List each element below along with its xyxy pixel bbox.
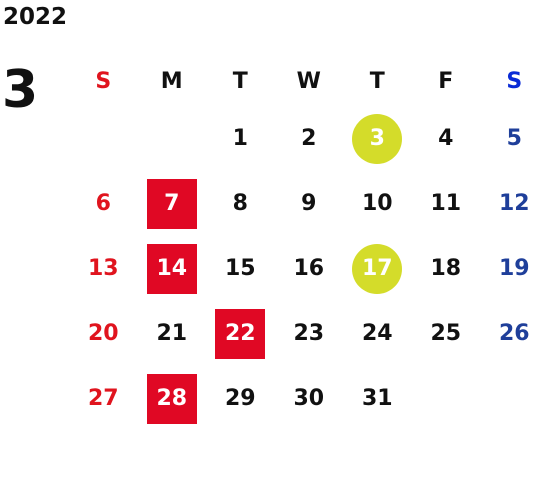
day-number: 19	[498, 256, 530, 281]
day-number: 26	[498, 321, 530, 346]
day-cell: 2	[275, 106, 344, 171]
day-number: 25	[430, 321, 462, 346]
day-number: 11	[430, 191, 462, 216]
day-number: 3	[352, 113, 403, 164]
day-cell: 5	[480, 106, 548, 171]
day-cell: 11	[412, 171, 481, 236]
day-cell-highlighted: 28	[138, 366, 207, 431]
day-number: 9	[301, 191, 317, 216]
weekday-header-monday: M	[160, 68, 183, 94]
day-number: 8	[232, 191, 248, 216]
day-cell	[138, 106, 207, 171]
day-cell	[69, 106, 138, 171]
day-cell: 30	[275, 366, 344, 431]
day-number: 10	[361, 191, 393, 216]
day-number: 7	[146, 178, 197, 229]
day-number: 30	[293, 386, 325, 411]
day-number: 22	[215, 308, 266, 359]
month-number: 3	[2, 60, 39, 120]
day-cell: 19	[480, 236, 548, 301]
day-cell: 23	[275, 301, 344, 366]
day-number: 21	[156, 321, 188, 346]
day-cell: 10	[343, 171, 412, 236]
day-number: 24	[361, 321, 393, 346]
day-cell: 4	[412, 106, 481, 171]
weekday-header-thursday: T	[369, 68, 385, 94]
day-number: 1	[232, 126, 248, 151]
day-number: 17	[352, 243, 403, 294]
day-cell-highlighted: 17	[343, 236, 412, 301]
day-number: 13	[87, 256, 119, 281]
day-cell-highlighted: 22	[206, 301, 275, 366]
day-number: 12	[498, 191, 530, 216]
day-number: 18	[430, 256, 462, 281]
day-cell: 31	[343, 366, 412, 431]
day-cell: 25	[412, 301, 481, 366]
day-cell: 27	[69, 366, 138, 431]
weekday-header-sunday: S	[95, 68, 112, 94]
day-number: 4	[438, 126, 454, 151]
day-number: 6	[95, 191, 111, 216]
day-cell	[480, 366, 548, 431]
day-number: 20	[87, 321, 119, 346]
day-number	[489, 374, 539, 424]
day-number: 5	[506, 126, 522, 151]
day-number: 2	[301, 126, 317, 151]
day-number: 14	[146, 243, 197, 294]
day-cell: 26	[480, 301, 548, 366]
day-cell: 18	[412, 236, 481, 301]
day-number: 16	[293, 256, 325, 281]
day-cell: 16	[275, 236, 344, 301]
day-number	[78, 114, 128, 164]
day-number: 15	[224, 256, 256, 281]
year-label: 2022	[3, 4, 68, 30]
day-cell	[412, 366, 481, 431]
weekday-header-friday: F	[438, 68, 454, 94]
day-number	[147, 114, 197, 164]
calendar-grid: S M T W T F S 1 2 3 4 5 6 7 8 9 10 11 12…	[69, 56, 543, 431]
day-cell-highlighted: 14	[138, 236, 207, 301]
day-cell: 29	[206, 366, 275, 431]
day-number: 29	[224, 386, 256, 411]
weekday-header-tuesday: T	[232, 68, 248, 94]
day-cell-highlighted: 3	[343, 106, 412, 171]
day-cell: 1	[206, 106, 275, 171]
day-cell: 6	[69, 171, 138, 236]
day-cell: 9	[275, 171, 344, 236]
weekday-header-wednesday: W	[296, 68, 321, 94]
day-cell: 24	[343, 301, 412, 366]
day-number: 23	[293, 321, 325, 346]
weekday-header-saturday: S	[506, 68, 523, 94]
day-cell: 15	[206, 236, 275, 301]
day-cell: 8	[206, 171, 275, 236]
day-cell: 13	[69, 236, 138, 301]
day-cell: 20	[69, 301, 138, 366]
day-number: 27	[87, 386, 119, 411]
day-cell: 12	[480, 171, 548, 236]
day-cell: 21	[138, 301, 207, 366]
day-cell-highlighted: 7	[138, 171, 207, 236]
day-number: 31	[361, 386, 393, 411]
day-number	[421, 374, 471, 424]
day-number: 28	[146, 373, 197, 424]
